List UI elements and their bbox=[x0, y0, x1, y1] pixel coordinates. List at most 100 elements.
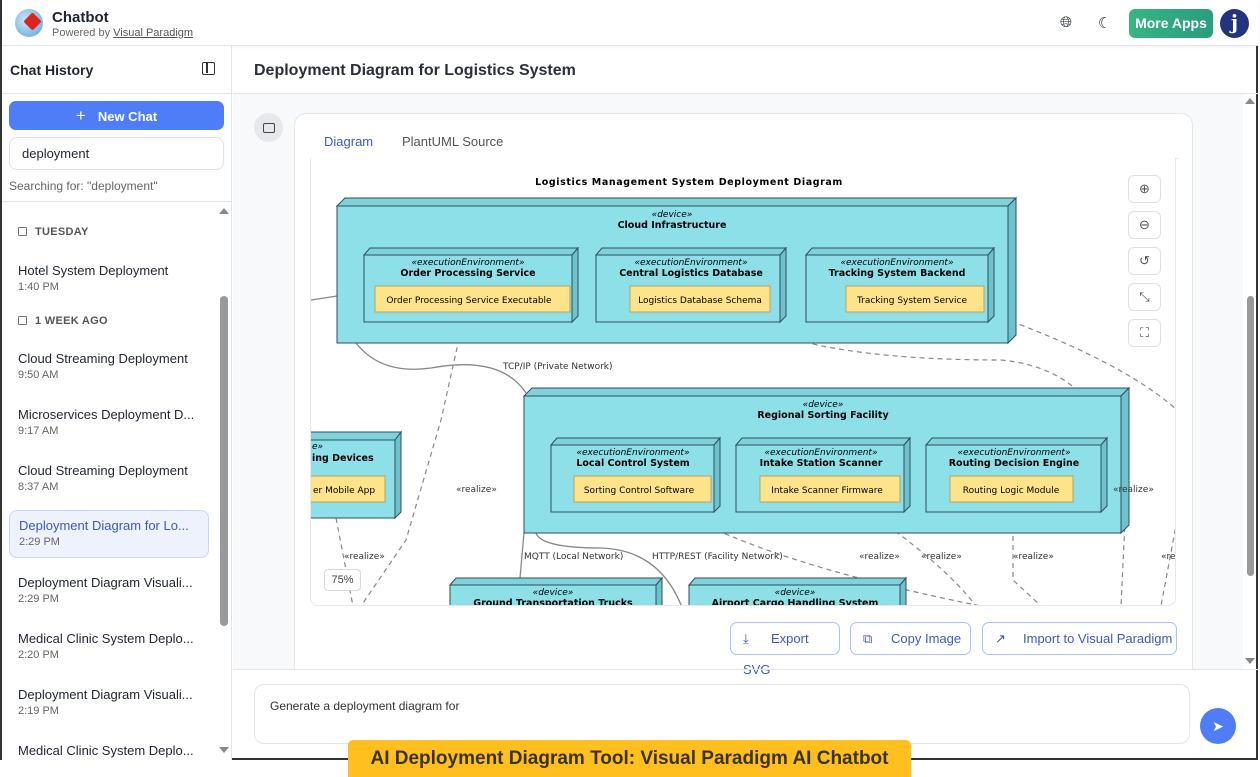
export-svg-button[interactable]: ⤓Export SVG bbox=[730, 622, 840, 677]
send-button[interactable]: ➤ bbox=[1200, 708, 1236, 744]
realize-label: «realize» bbox=[1113, 485, 1154, 495]
divider bbox=[2, 201, 231, 202]
link-line bbox=[519, 532, 525, 579]
powered-by: Powered by Visual Paradigm bbox=[52, 27, 193, 39]
node-airport-cargo-handling[interactable]: «device» Airport Cargo Handling System bbox=[687, 576, 908, 606]
node-ground-transportation-trucks[interactable]: «device» Ground Transportation Trucks bbox=[448, 576, 664, 606]
main-scrollbar[interactable] bbox=[1247, 296, 1254, 576]
artifact-box[interactable] bbox=[573, 475, 712, 503]
item-title: Cloud Streaming Deployment bbox=[18, 463, 188, 478]
scroll-up-arrow[interactable] bbox=[219, 208, 229, 214]
dashed-link bbox=[728, 311, 1127, 605]
message-input[interactable]: Generate a deployment diagram for bbox=[254, 684, 1190, 744]
sidebar-scrollbar[interactable] bbox=[220, 296, 228, 626]
item-title: Deployment Diagram Visuali... bbox=[18, 575, 193, 590]
fit-icon[interactable]: ⤡ bbox=[1128, 283, 1161, 311]
list-item[interactable]: Microservices Deployment D...9:17 AM bbox=[9, 400, 209, 446]
zoom-in-icon[interactable]: ⊕ bbox=[1128, 175, 1161, 203]
send-icon: ➤ bbox=[1212, 718, 1224, 734]
scroll-down-arrow[interactable] bbox=[219, 747, 229, 753]
env-local-control-system[interactable]: «executionEnvironment» Local Control Sys… bbox=[549, 436, 722, 514]
list-item[interactable]: Medical Clinic System Deplo... bbox=[9, 736, 209, 760]
item-title: Microservices Deployment D... bbox=[18, 407, 195, 422]
divider bbox=[2, 93, 231, 94]
list-item[interactable]: Medical Clinic System Deplo...2:20 PM bbox=[9, 624, 209, 670]
item-time: 2:20 PM bbox=[18, 649, 59, 661]
stereotype: «device» bbox=[803, 400, 844, 410]
artifact-box[interactable] bbox=[311, 475, 386, 503]
list-item[interactable]: Deployment Diagram Visuali...2:19 PM bbox=[9, 680, 209, 726]
list-item[interactable]: Deployment Diagram Visuali... 2:29 PM bbox=[9, 568, 209, 614]
calendar-icon bbox=[18, 227, 27, 236]
new-chat-button[interactable]: +New Chat bbox=[9, 101, 224, 130]
env-tracking-system-backend[interactable]: «executionEnvironment» Tracking System B… bbox=[804, 246, 996, 324]
tab-diagram[interactable]: Diagram bbox=[324, 134, 374, 160]
env-name: Central Logistics Database bbox=[619, 268, 763, 279]
scroll-down-arrow[interactable] bbox=[1245, 658, 1255, 664]
stereotype: «device» bbox=[533, 588, 574, 598]
artifact-box[interactable] bbox=[374, 285, 571, 313]
env-name: Order Processing Service bbox=[400, 268, 535, 279]
globe-icon[interactable]: 🌐︎ bbox=[1060, 14, 1073, 31]
env-central-logistics-database[interactable]: «executionEnvironment» Central Logistics… bbox=[594, 246, 788, 324]
artifact-name: Tracking System Service bbox=[856, 296, 967, 306]
powered-by-text: Powered by bbox=[52, 27, 111, 39]
plus-icon: + bbox=[75, 106, 86, 125]
node-name: Airport Cargo Handling System bbox=[712, 598, 879, 606]
artifact-box[interactable] bbox=[845, 285, 985, 313]
group-header: 1 WEEK AGO bbox=[18, 315, 108, 327]
node-name: Ground Transportation Trucks bbox=[473, 598, 633, 606]
app-title: Chatbot bbox=[52, 9, 109, 26]
artifact-box[interactable] bbox=[759, 475, 901, 503]
artifact-name: Routing Logic Module bbox=[963, 486, 1060, 496]
chat-history-sidebar: Chat History +New Chat Searching for: "d… bbox=[2, 46, 232, 760]
external-link-icon: ↗ bbox=[995, 631, 1006, 646]
fullscreen-icon[interactable]: ⛶ bbox=[1128, 319, 1161, 347]
node-tracking-devices-partial[interactable]: e» ing Devices er Mobile App bbox=[311, 430, 402, 520]
group-label: 1 WEEK AGO bbox=[35, 315, 108, 327]
dashed-link bbox=[850, 499, 976, 605]
item-time: 2:19 PM bbox=[18, 705, 59, 717]
realize-label: «realize» bbox=[1013, 552, 1054, 562]
button-label: Copy Image bbox=[891, 631, 962, 646]
env-name: Tracking System Backend bbox=[829, 268, 966, 279]
bot-avatar-icon bbox=[254, 113, 283, 142]
import-to-visual-paradigm-button[interactable]: ↗Import to Visual Paradigm bbox=[982, 622, 1177, 655]
node-name: Cloud Infrastructure bbox=[618, 220, 727, 231]
sidebar-toggle-icon[interactable] bbox=[202, 62, 215, 75]
item-title: Deployment Diagram for Lo... bbox=[19, 518, 189, 533]
env-intake-station-scanner[interactable]: «executionEnvironment» Intake Station Sc… bbox=[734, 436, 912, 514]
copy-image-button[interactable]: ⧉Copy Image bbox=[850, 622, 971, 655]
link-line bbox=[535, 532, 682, 605]
moon-icon[interactable]: ☾ bbox=[1098, 15, 1112, 32]
zoom-out-icon[interactable]: ⊖ bbox=[1128, 211, 1161, 239]
scroll-up-arrow[interactable] bbox=[1245, 98, 1255, 104]
visual-paradigm-link[interactable]: Visual Paradigm bbox=[113, 27, 194, 39]
realize-label: «realize» bbox=[456, 485, 497, 495]
item-time: 2:29 PM bbox=[18, 593, 59, 605]
tab-plantuml-source[interactable]: PlantUML Source bbox=[402, 134, 504, 149]
artifact-name: Logistics Database Schema bbox=[638, 296, 762, 306]
diagram-canvas[interactable]: Logistics Management System Deployment D… bbox=[310, 158, 1176, 606]
env-routing-decision-engine[interactable]: «executionEnvironment» Routing Decision … bbox=[924, 436, 1109, 514]
avatar[interactable]: j bbox=[1220, 9, 1249, 38]
search-input[interactable] bbox=[9, 137, 224, 170]
env-order-processing[interactable]: «executionEnvironment» Order Processing … bbox=[362, 246, 580, 324]
artifact-box[interactable] bbox=[629, 285, 771, 313]
list-item-active[interactable]: Deployment Diagram for Lo...2:29 PM bbox=[9, 510, 209, 558]
link-line bbox=[355, 342, 527, 394]
env-name: Intake Station Scanner bbox=[760, 458, 883, 469]
more-apps-button[interactable]: More Apps bbox=[1129, 9, 1213, 38]
search-status: Searching for: "deployment" bbox=[9, 179, 158, 193]
link-label-mqtt: MQTT (Local Network) bbox=[524, 552, 623, 562]
list-item[interactable]: Cloud Streaming Deployment 8:37 AM bbox=[9, 456, 209, 502]
caption-banner: AI Deployment Diagram Tool: Visual Parad… bbox=[348, 740, 911, 777]
artifact-name: Intake Scanner Firmware bbox=[771, 486, 883, 496]
reset-icon[interactable]: ↺ bbox=[1128, 247, 1161, 275]
artifact-box[interactable] bbox=[949, 475, 1074, 503]
dashed-link bbox=[1160, 527, 1175, 605]
item-time: 8:37 AM bbox=[18, 481, 59, 493]
stereotype: «executionEnvironment» bbox=[957, 448, 1070, 458]
